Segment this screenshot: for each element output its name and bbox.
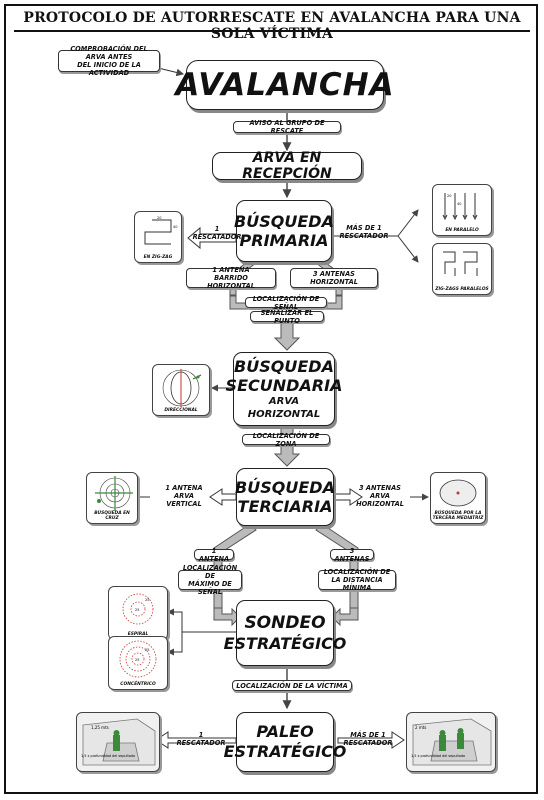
primaria-one-antenna: 1 ANTENA BARRIDO HORIZONTAL (186, 266, 276, 290)
secundaria-title-2: SECUNDARIA (225, 376, 343, 395)
paleo-box: PALEO ESTRATÉGICO (224, 712, 346, 772)
concentric-diagram: 25 25 CONCÉNTRICO (108, 636, 168, 690)
mediatriz-diagram: BÚSQUEDA POR LA TERCERA MEDIATRIZ (430, 472, 486, 524)
terciaria-one-antenna-line-1: 1 ANTENA (165, 484, 203, 492)
spiral-icon: 25 25 (122, 593, 154, 625)
loc-max-senal: LOCALIZACIÓN DE MÁXIMO DE SEÑAL (178, 564, 242, 596)
parallel-zigzag-diagram: ZIG-ZAGS PARALELOS (432, 243, 492, 295)
paleo-left-top: 1,25 mts (91, 725, 109, 730)
branch-three-antennas: 3 ANTENAS (330, 547, 374, 563)
field-lines-icon (162, 369, 202, 407)
terciaria-box: BÚSQUEDA TERCIARIA (235, 468, 335, 526)
spiral-num-2: 25 (145, 598, 149, 602)
localizacion-victima: LOCALIZACIÓN DE LA VÍCTIMA (232, 680, 352, 691)
paleo-left-bottom: 1,5 x profundidad del sepultado (81, 754, 135, 758)
one-antenna-line-2: BARRIDO HORIZONTAL (207, 274, 255, 290)
directional-caption: DIRECCIONAL (164, 408, 198, 413)
arrow-note-avalancha (157, 67, 185, 77)
paleo-one-rescuer: 1 RESCATADOR (176, 731, 226, 747)
cross-search-icon (95, 476, 133, 511)
loc-max-line-2: MÁXIMO DE SEÑAL (188, 580, 232, 596)
parallel-num-1: 20 (447, 194, 451, 198)
parallel-zigzag-icon (443, 251, 478, 276)
zigzag-num-2: 40 (173, 225, 177, 229)
digging-multi-icon: 2 mts 1,5 x profundidad del sepultado (411, 718, 492, 766)
zigzag-num-1: 20 (157, 216, 161, 220)
one-antenna-line-1: 1 ANTENA (212, 266, 250, 274)
spiral-diagram: 25 25 ESPIRAL (108, 586, 168, 640)
three-antennas-line-1: 3 ANTENAS (313, 270, 355, 278)
terciaria-title-1: BÚSQUEDA (235, 478, 335, 497)
aviso-label: AVISO AL GRUPO DE RESCATE (233, 119, 341, 135)
spiral-num-1: 25 (135, 608, 139, 612)
parallel-caption: EN PARALELO (445, 228, 479, 233)
terciaria-three-antennas: 3 ANTENAS ARVA HORIZONTAL (346, 484, 414, 508)
paleo-multi-diagram: 2 mts 1,5 x profundidad del sepultado (406, 712, 496, 772)
primaria-more-rescuers: MÁS DE 1 RESCATADOR (339, 224, 389, 240)
concentric-num-1: 25 (135, 658, 139, 662)
primaria-title-1: BÚSQUEDA (234, 212, 334, 231)
page-frame (4, 4, 538, 794)
note-line-2: DEL INICIO DE LA ACTIVIDAD (77, 61, 141, 77)
paleo-right-top: 2 mts (415, 725, 426, 730)
note-line-1: COMPROBACIÓN DEL ARVA ANTES (70, 45, 148, 61)
loc-max-line-1: LOCALIZACIÓN DE (182, 564, 238, 580)
digging-single-icon: 1,25 mts 1,5 x profundidad del sepultado (81, 718, 156, 766)
terciaria-title-2: TERCIARIA (237, 497, 333, 516)
parallel-num-2: 40 (457, 202, 461, 206)
sondeo-box: SONDEO ESTRATÉGICO (224, 600, 346, 666)
mediatriz-caption-2: TERCERA MEDIATRIZ (432, 516, 484, 521)
sondeo-title-2: ESTRATÉGICO (223, 633, 347, 653)
primaria-one-rescuer: 1 RESCATADOR (192, 225, 242, 241)
spiral-caption: ESPIRAL (127, 632, 149, 637)
branch-one-antenna: 1 ANTENA (194, 547, 234, 563)
cross-search-diagram: BÚSQUEDA EN CRUZ (86, 472, 138, 524)
sondeo-title-1: SONDEO (244, 612, 326, 633)
paleo-more-rescuers: MÁS DE 1 RESCATADOR (343, 731, 393, 747)
secundaria-box: BÚSQUEDA SECUNDARIA ARVA HORIZONTAL (226, 352, 342, 426)
terciaria-three-antennas-line-1: 3 ANTENAS (359, 484, 401, 492)
terciaria-one-antenna-line-2: ARVA VERTICAL (166, 492, 202, 508)
avalancha-box: AVALANCHA (175, 60, 394, 110)
title-underline (14, 30, 530, 32)
paleo-single-diagram: 1,25 mts 1,5 x profundidad del sepultado (76, 712, 160, 772)
localizacion-zona: LOCALIZACIÓN DE ZONA (242, 432, 330, 448)
loc-min-line-2: LA DISTANCIA MÍNIMA (331, 576, 383, 592)
primaria-three-antennas: 3 ANTENAS HORIZONTAL (290, 268, 378, 288)
paleo-title-2: ESTRATÉGICO (223, 742, 347, 761)
mediatriz-caption-1: BÚSQUEDA POR LA (434, 511, 482, 516)
arva-recepcion-label: ARVA EN RECEPCIÓN (242, 150, 332, 182)
localizacion-senal: LOCALIZACIÓN DE SEÑAL (245, 295, 327, 311)
concentric-caption: CONCÉNTRICO (120, 682, 156, 687)
three-antennas-line-2: HORIZONTAL (310, 278, 358, 286)
note-arva-check: COMPROBACIÓN DEL ARVA ANTES DEL INICIO D… (58, 45, 160, 77)
secundaria-sub: ARVA HORIZONTAL (247, 396, 321, 420)
paleo-title-1: PALEO (256, 722, 314, 741)
avalancha-label: AVALANCHA (175, 67, 395, 103)
loc-min-line-1: LOCALIZACIÓN DE (323, 568, 391, 576)
arrow-primaria-left (187, 226, 237, 250)
terciaria-one-antenna: 1 ANTENA ARVA VERTICAL (156, 484, 212, 508)
concentric-num-2: 25 (145, 648, 149, 652)
senalizar-punto: SEÑALIZAR EL PUNTO (250, 309, 324, 325)
paleo-right-bottom: 1,5 x profundidad del sepultado (411, 754, 465, 758)
zigzag-path-icon: 20 40 (144, 216, 177, 245)
primaria-title-2: PRIMARIA (239, 231, 329, 250)
mediatriz-caption: BÚSQUEDA POR LA TERCERA MEDIATRIZ (431, 511, 485, 521)
mediatriz-icon (439, 479, 477, 507)
loc-min-distancia: LOCALIZACIÓN DE LA DISTANCIA MÍNIMA (318, 568, 396, 592)
concentric-icon: 25 25 (119, 640, 157, 678)
terciaria-three-antennas-line-2: ARVA HORIZONTAL (356, 492, 404, 508)
zigzag-diagram: 20 40 EN ZIG-ZAG (134, 211, 182, 263)
parallel-paths-icon: 20 40 (442, 193, 478, 221)
zigzag-caption: EN ZIG-ZAG (143, 255, 173, 260)
primaria-box: BÚSQUEDA PRIMARIA (234, 200, 334, 262)
parallel-diagram: 20 40 EN PARALELO (432, 184, 492, 236)
cross-search-caption: BÚSQUEDA EN CRUZ (94, 511, 130, 521)
secundaria-title-1: BÚSQUEDA (234, 357, 334, 376)
arva-recepcion-box: ARVA EN RECEPCIÓN (212, 150, 362, 182)
directional-diagram: DIRECCIONAL (152, 364, 210, 416)
parallel-zigzag-caption: ZIG-ZAGS PARALELOS (435, 287, 489, 292)
